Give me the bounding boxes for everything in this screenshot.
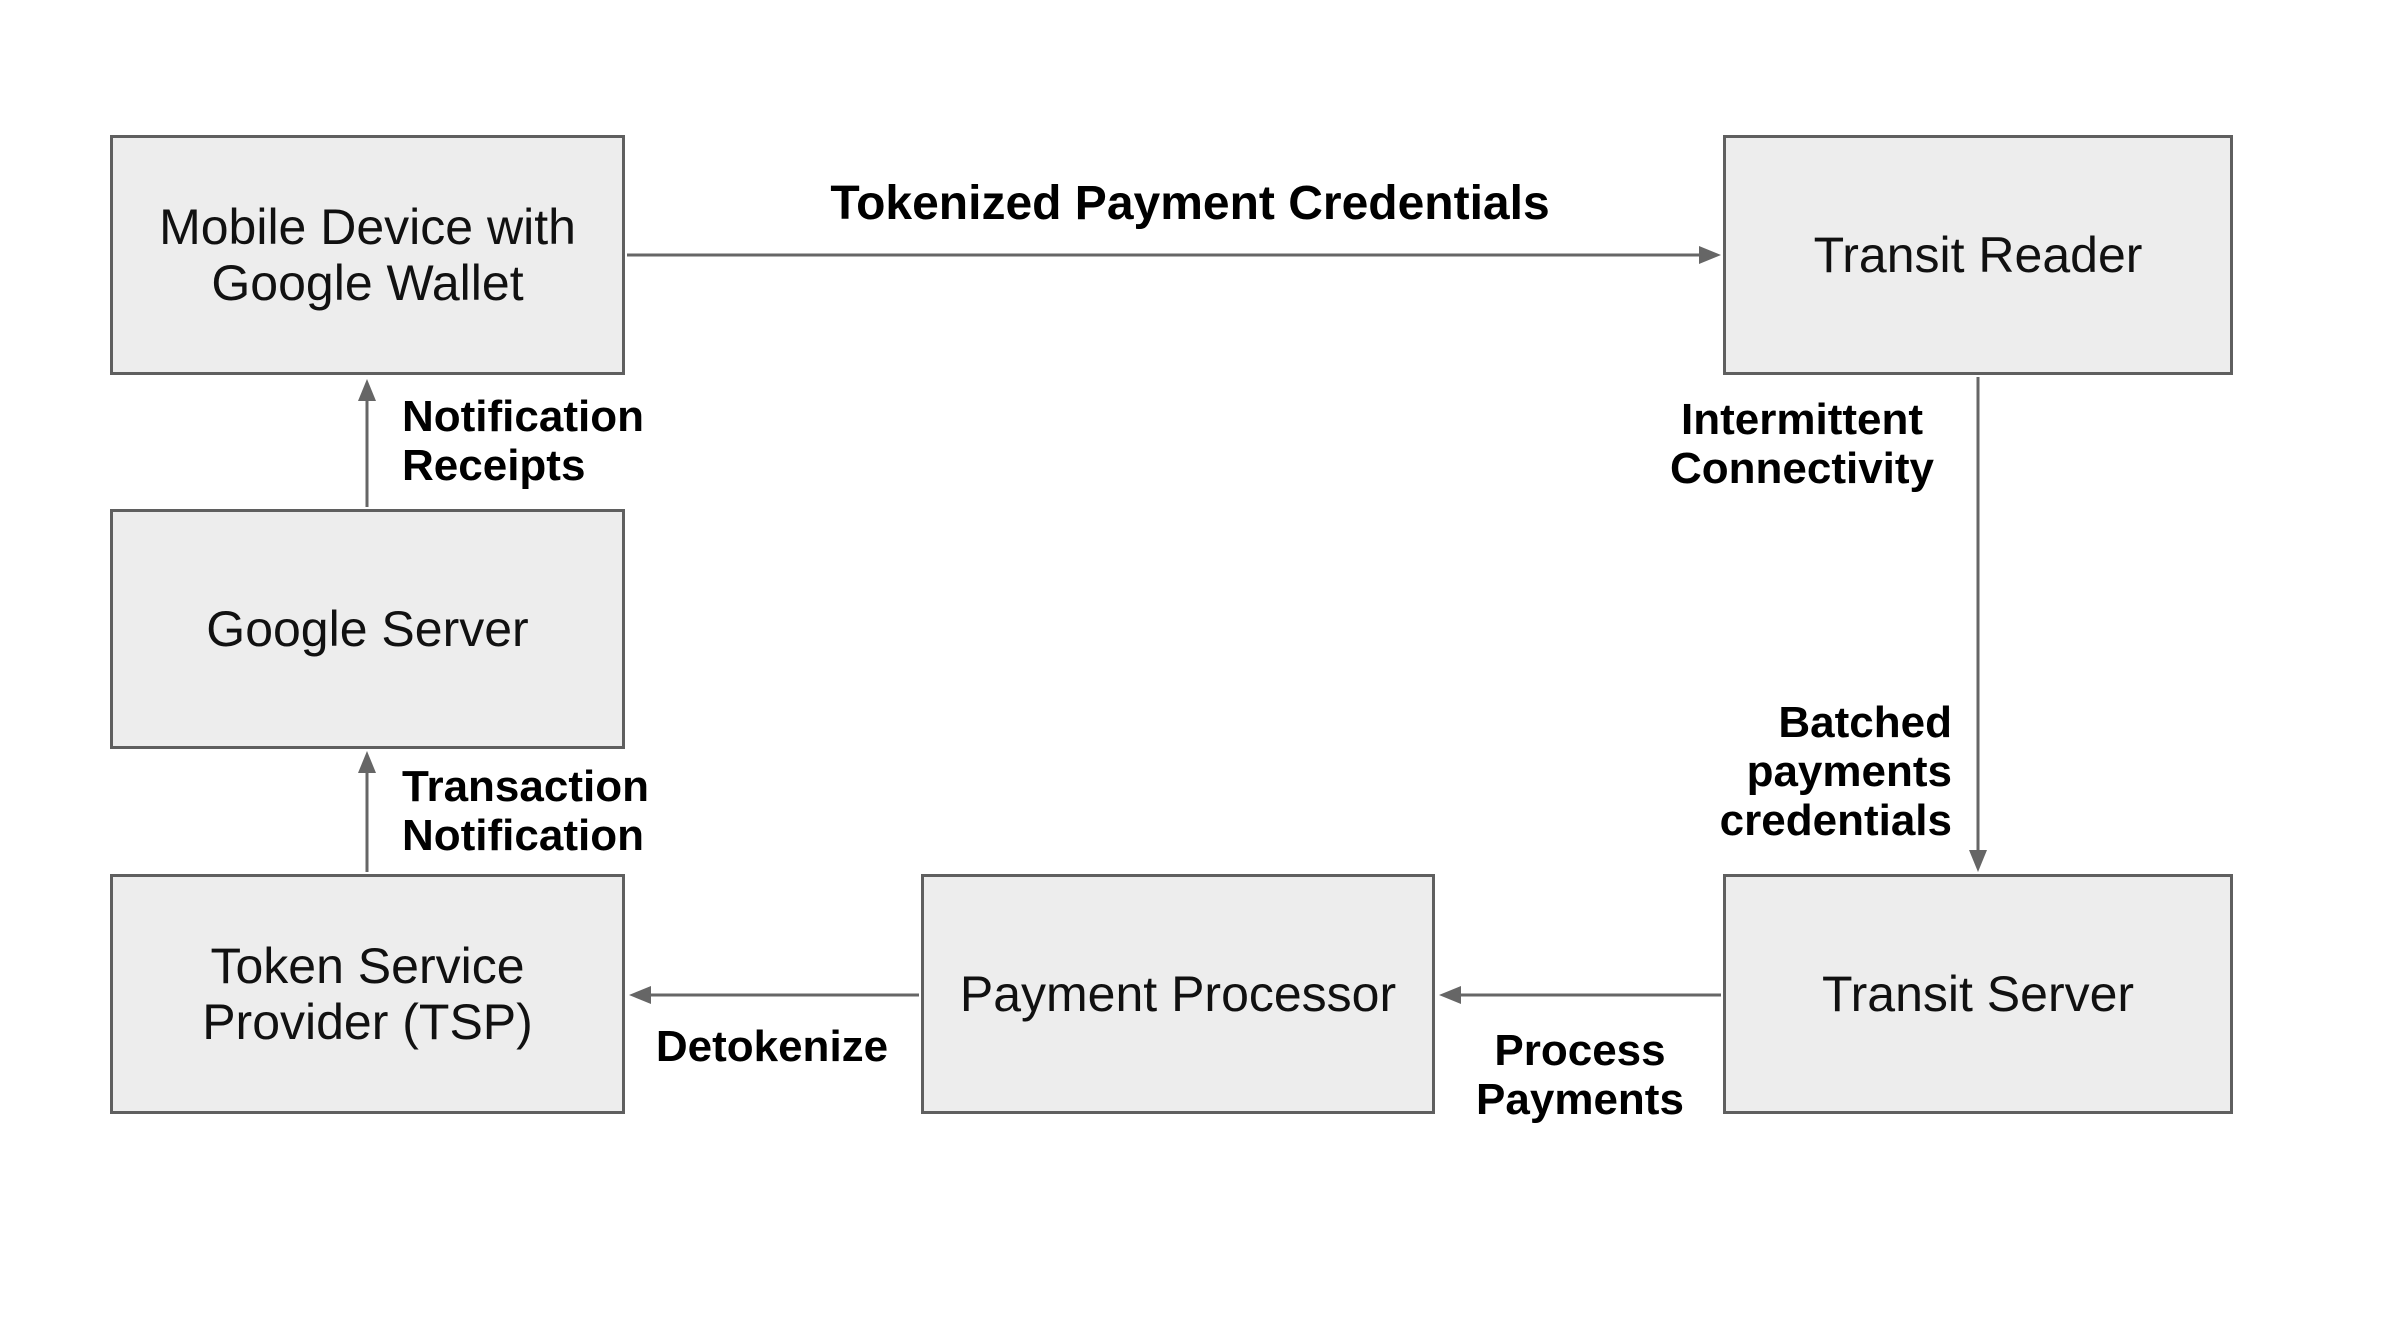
edge-label-intermittent-connectivity: Intermittent Connectivity	[1669, 395, 1935, 493]
edge-label-process-payments: Process Payments	[1476, 1026, 1684, 1124]
node-label-google-server: Google Server	[206, 601, 529, 657]
edge-label-detokenize: Detokenize	[655, 1022, 889, 1071]
node-mobile-device: Mobile Device with Google Wallet	[110, 135, 625, 375]
node-transit-reader: Transit Reader	[1723, 135, 2233, 375]
node-payment-processor: Payment Processor	[921, 874, 1435, 1114]
node-transit-server: Transit Server	[1723, 874, 2233, 1114]
edge-label-notification-receipts: Notification Receipts	[402, 392, 644, 490]
node-label-payment-processor: Payment Processor	[959, 966, 1397, 1022]
node-google-server: Google Server	[110, 509, 625, 749]
node-label-transit-server: Transit Server	[1821, 966, 2135, 1022]
node-token-service-provider: Token Service Provider (TSP)	[110, 874, 625, 1114]
edge-label-transaction-notification: Transaction Notification	[402, 762, 649, 860]
edge-label-tokenized-payment-credentials: Tokenized Payment Credentials	[830, 177, 1550, 230]
node-label-mobile-device: Mobile Device with Google Wallet	[159, 199, 576, 311]
node-label-transit-reader: Transit Reader	[1813, 227, 2143, 283]
node-label-token-service-provider: Token Service Provider (TSP)	[202, 938, 533, 1050]
edge-label-batched-payments-credentials: Batched payments credentials	[1719, 698, 1952, 845]
